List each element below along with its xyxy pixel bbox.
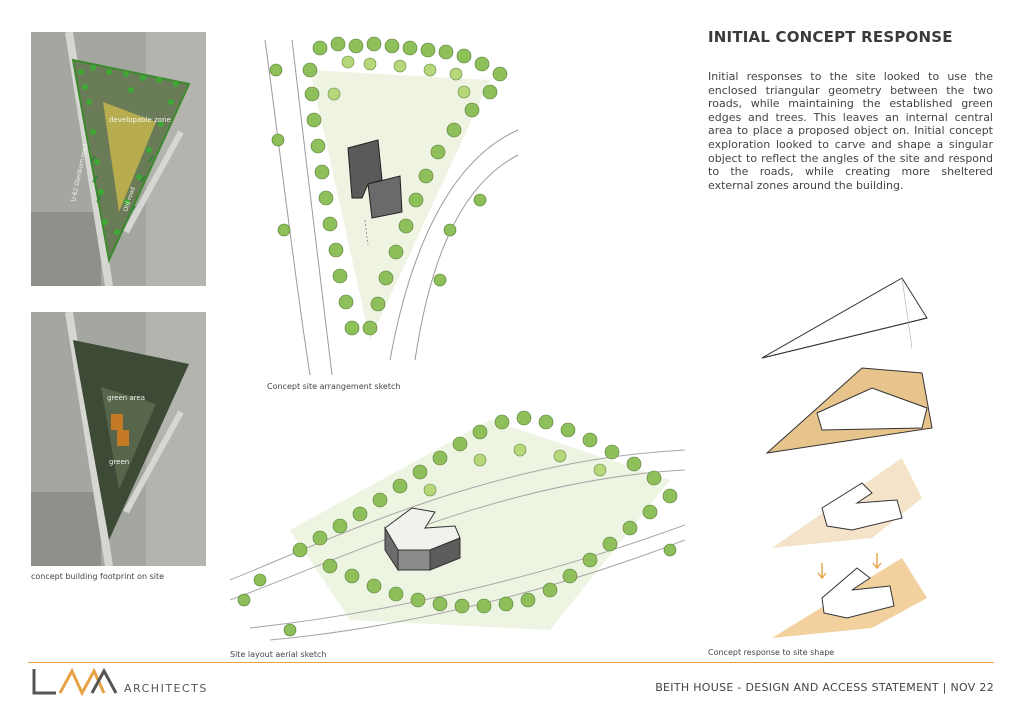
shape-concept-sketches [752,268,952,643]
footprint-map: green area green [31,312,206,566]
green-label: green [109,458,129,466]
company-logo [30,667,120,701]
aerial-sketch-caption: Site layout aerial sketch [230,650,327,659]
green-area-label: green area [107,394,145,402]
concept-description: Initial responses to the site looked to … [708,70,993,192]
aerial-sketch-drawing [229,410,686,641]
shape-concept-drawing [761,277,933,638]
site-arrangement-caption: Concept site arrangement sketch [267,382,401,391]
lma-logo-icon [32,667,118,697]
developable-zone-label: developable zone [109,116,171,124]
page-title: INITIAL CONCEPT RESPONSE [708,28,953,46]
developable-zone-map: developable zone U-62 Glenburn road Old … [31,32,206,286]
footer-divider [28,662,994,663]
footprint-caption: concept building footprint on site [31,572,165,581]
company-name: ARCHITECTS [124,682,208,695]
shape-concept-caption: Concept response to site shape [708,648,835,657]
aerial-photo-building-footprint: green area green [31,312,206,566]
site-arrangement-drawing [264,36,519,376]
aerial-site-sketch [229,400,686,650]
document-footer-title: BEITH HOUSE - DESIGN AND ACCESS STATEMEN… [655,681,994,694]
building-footprint [111,414,129,446]
site-arrangement-sketch [250,30,520,376]
aerial-photo-developable-zone: developable zone U-62 Glenburn road Old … [31,32,206,286]
